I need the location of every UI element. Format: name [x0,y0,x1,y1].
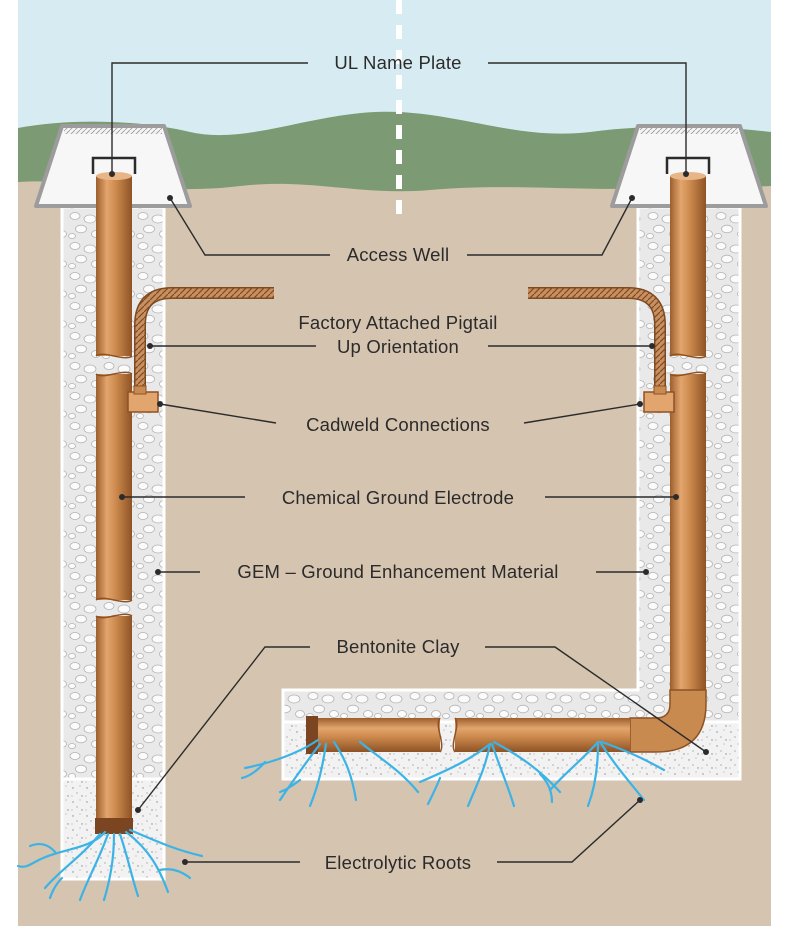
leader-lines [109,62,709,865]
cadweld-right [643,385,675,413]
electrode-left [91,156,137,834]
label-gem: GEM – Ground Enhancement Material [237,561,558,582]
pigtail-left [134,287,274,398]
label-pigtail-line2: Up Orientation [337,336,459,357]
label-cadweld: Cadweld Connections [306,414,490,435]
pigtail-right [528,287,666,398]
label-electrode: Chemical Ground Electrode [282,487,514,508]
cadweld-left [127,385,159,413]
roots-right [240,738,666,808]
label-roots: Electrolytic Roots [325,852,472,873]
label-pigtail-line1: Factory Attached Pigtail [298,312,497,333]
electrode-right [306,156,711,754]
label-access-well: Access Well [347,244,450,265]
label-ul-name-plate: UL Name Plate [334,52,461,73]
access-well-left [34,124,192,208]
access-well-right [610,124,768,208]
label-bentonite: Bentonite Clay [336,636,460,657]
roots-left [16,828,204,902]
